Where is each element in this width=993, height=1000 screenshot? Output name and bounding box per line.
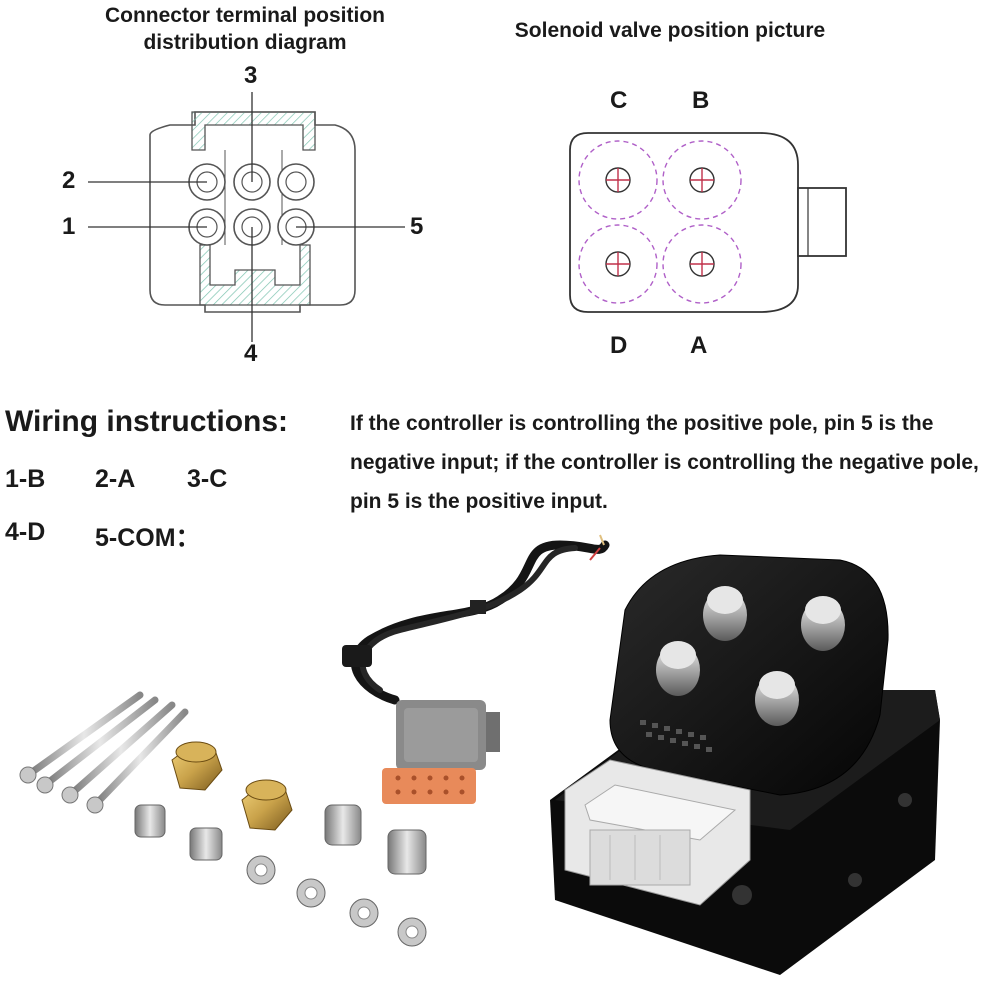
valve-connector-stub [797, 187, 847, 257]
threaded-plugs [134, 804, 427, 875]
wire-plug-small [342, 645, 372, 667]
bolt-caps [656, 586, 845, 726]
valve-title: Solenoid valve position picture [514, 19, 826, 42]
valve-port-a [662, 224, 742, 304]
valve-port-d [578, 224, 658, 304]
connector-title: Connector terminal position distribution… [40, 2, 450, 56]
solenoid-valve-block [550, 554, 940, 975]
pin-label-2: 2 [62, 167, 76, 194]
nuts [246, 855, 427, 947]
valve-drawing [569, 132, 847, 313]
valve-body [569, 132, 799, 313]
pin-hole-6 [277, 163, 315, 201]
wiring-item-5com: 5-COM： [95, 524, 201, 552]
dt-connector [382, 700, 500, 804]
wiring-item-1b: 1-B [5, 465, 46, 493]
wiring-note: If the controller is controlling the pos… [350, 412, 979, 513]
valve-label-a: A [690, 332, 708, 359]
valve-label-c: C [610, 87, 628, 114]
valve-label-b: B [692, 87, 710, 114]
brass-fittings [171, 741, 293, 831]
valve-label-d: D [610, 332, 628, 359]
pin-label-4: 4 [244, 340, 258, 367]
connector-title-line1: Connector terminal position [104, 4, 385, 27]
wire-harness [342, 534, 610, 705]
valve-port-b [662, 140, 742, 220]
pin-label-5: 5 [410, 213, 424, 240]
wiring-item-2a: 2-A [95, 465, 136, 493]
wiring-item-3c: 3-C [187, 465, 228, 493]
wiring-item-4d: 4-D [5, 518, 46, 546]
white-plug [564, 759, 751, 906]
pin-label-3: 3 [244, 62, 258, 89]
connector-drawing [88, 92, 405, 342]
connector-latch-top [191, 111, 316, 151]
connector-latch-bottom [199, 244, 311, 306]
connector-title-line2: distribution diagram [143, 31, 347, 54]
wiring-title: Wiring instructions: [5, 405, 289, 438]
pin-label-1: 1 [62, 213, 76, 240]
valve-port-c [578, 140, 658, 220]
long-screws [19, 691, 189, 814]
